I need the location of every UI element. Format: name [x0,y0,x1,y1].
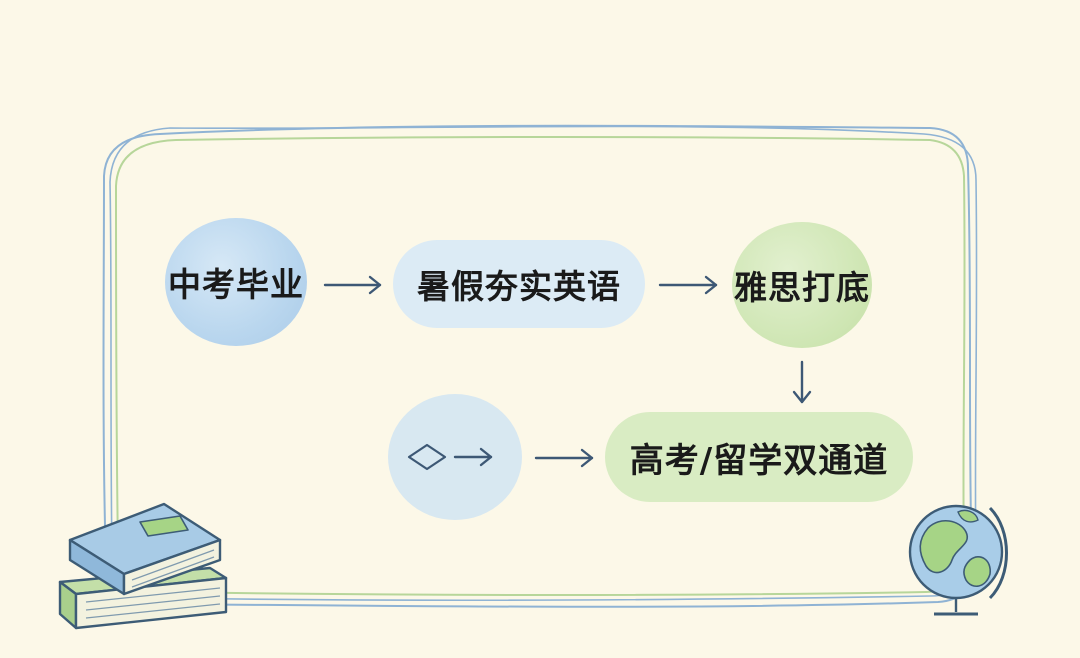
frame-outline-blue-2 [109,125,978,601]
node-zhongkao-graduation: 中考毕业 [165,218,307,346]
node-label: 暑假夯实英语 [417,267,621,306]
node-label: 中考毕业 [168,265,304,304]
frame-outline-green [114,136,966,596]
frame-outline-blue [102,124,974,608]
arrow-n1-n2 [323,275,382,295]
arrow-n3-n4 [792,360,812,404]
node-label: 高考/留学双通道 [629,440,889,481]
book-stack-icon [58,502,228,630]
node-label: 雅思打底 [734,268,870,307]
node-dual-track: 高考/留学双通道 [605,412,913,502]
node-ielts-foundation: 雅思打底 [732,222,872,348]
globe-icon [908,504,1008,616]
arrow-n5-n4 [534,448,594,468]
node-diamond-arrow [388,394,522,520]
diamond-icon [407,443,493,471]
node-summer-english: 暑假夯实英语 [393,240,645,328]
arrow-n2-n3 [658,275,718,295]
